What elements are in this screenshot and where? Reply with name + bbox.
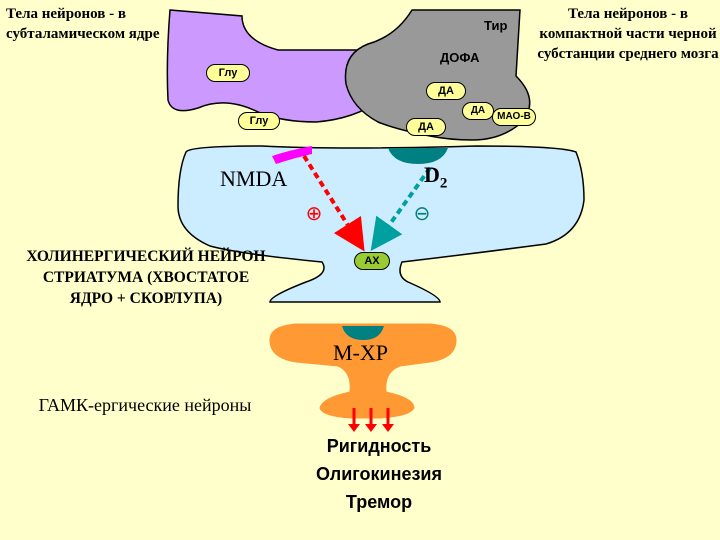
d2-receptor — [388, 148, 448, 164]
mxr-label: М-ХР — [333, 340, 389, 365]
nmda-label: NMDA — [220, 166, 288, 191]
glu-cleft-pill: Глу — [238, 112, 280, 130]
inhibitory-sign: ⊖ — [413, 203, 431, 225]
effect-oligokinesia: Олигокинезия — [316, 464, 442, 484]
glu-presyn-pill: Глу — [206, 64, 250, 82]
glu-arrow — [302, 154, 365, 252]
da-cleft-pill: ДА — [406, 118, 446, 136]
cholinergic-neuron-label: ХОЛИНЕРГИЧЕСКИЙ НЕЙРОН СТРИАТУМА (ХВОСТА… — [26, 248, 266, 307]
mxr-receptor — [342, 326, 384, 340]
subthalamic-label: Тела нейронов - в субталамическом ядре — [6, 6, 160, 42]
tyr-label: Тир — [484, 18, 508, 33]
gaba-neuron-body — [269, 323, 457, 419]
da-mao-pill: ДА — [462, 102, 494, 120]
ach-pill: АХ — [354, 252, 390, 270]
output-arrows — [348, 408, 394, 432]
da-presyn-pill: ДА — [426, 82, 466, 100]
effect-rigidity: Ригидность — [326, 436, 432, 456]
nmda-receptor — [272, 146, 312, 164]
dopa-label: ДОФА — [440, 50, 480, 65]
nigra-label: Тела нейронов - в компактной части черно… — [537, 6, 719, 62]
da-arrow — [370, 166, 432, 252]
effects-list: Ригидность Олигокинезия Тремор — [284, 432, 474, 516]
excitatory-sign: ⊕ — [305, 203, 323, 225]
mao-b-pill: МАО-В — [492, 108, 536, 126]
effect-tremor: Тремор — [345, 492, 413, 512]
gaba-neurons-label: ГАМК-ергические нейроны — [38, 395, 252, 415]
d2-label: D2 — [424, 162, 448, 192]
